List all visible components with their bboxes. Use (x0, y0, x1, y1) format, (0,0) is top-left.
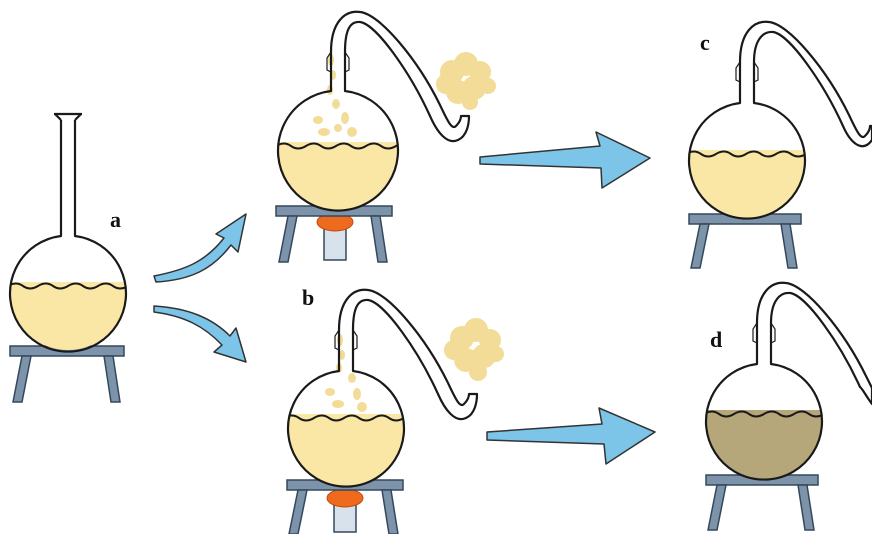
label-a: a (110, 207, 121, 232)
flask-a (8, 112, 128, 353)
label-c: c (700, 30, 710, 55)
label-d: d (710, 327, 723, 352)
vapor-cloud-top (436, 52, 496, 110)
flask-top-burner (316, 212, 354, 261)
vapor-cloud-bottom (444, 318, 504, 381)
flask-bottom (286, 288, 479, 488)
flask-d-stand (705, 474, 819, 531)
arrow-top-to-c (479, 131, 651, 189)
arrow-a-to-bottom (153, 305, 247, 363)
flask-bottom-burner (326, 488, 364, 533)
arrow-bottom-to-d (486, 407, 656, 465)
label-b: b (302, 285, 315, 310)
flask-a-stand (9, 345, 125, 403)
flask-d (704, 281, 872, 481)
arrow-a-to-top (153, 213, 247, 283)
flask-c-stand (688, 213, 802, 269)
flask-top (276, 10, 471, 212)
